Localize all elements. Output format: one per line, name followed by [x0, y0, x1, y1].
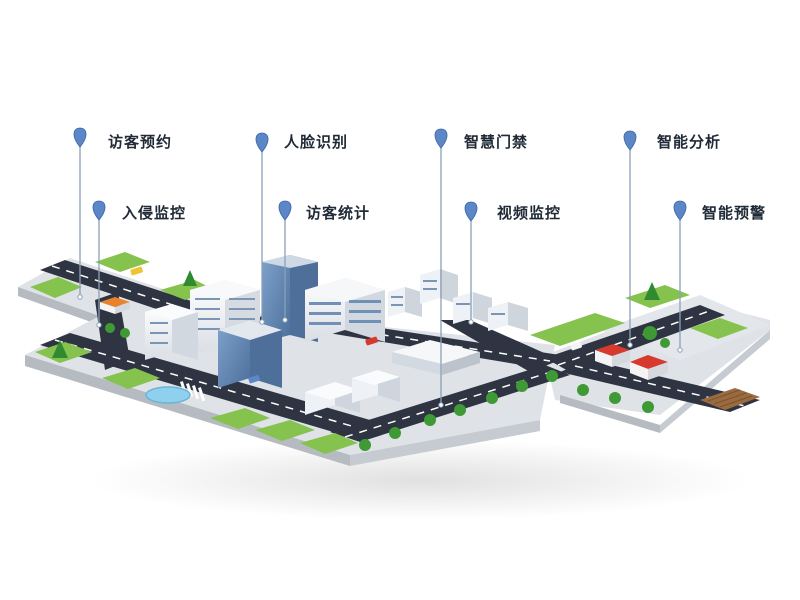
- label-face-recognition: 人脸识别: [284, 133, 349, 151]
- pin-visitor-booking: [73, 127, 87, 300]
- map-pin-icon: [92, 200, 106, 221]
- pin-anchor-dot: [259, 319, 265, 325]
- label-video-monitor: 视频监控: [497, 204, 562, 222]
- map-pin-icon: [255, 132, 269, 153]
- pin-visitor-statistics: [278, 200, 292, 323]
- glass-block-front: [218, 320, 282, 388]
- label-smart-analysis: 智能分析: [657, 133, 722, 151]
- pin-smart-access: [434, 128, 448, 408]
- map-pin-icon: [73, 127, 87, 148]
- farm-plot: [700, 388, 760, 410]
- low-hall: [392, 340, 480, 375]
- map-pin-icon: [434, 128, 448, 149]
- pin-smart-analysis: [623, 130, 637, 348]
- map-pin-icon: [464, 201, 478, 222]
- map-pin-icon: [278, 200, 292, 221]
- pin-anchor-dot: [282, 317, 288, 323]
- pin-video-monitor: [464, 201, 478, 325]
- trees: [52, 270, 670, 451]
- map-pin-icon: [673, 200, 687, 221]
- label-smart-access: 智慧门禁: [464, 133, 529, 151]
- orange-roof-house: [100, 297, 130, 314]
- ground-shadow: [90, 440, 750, 520]
- pin-face-recognition: [255, 132, 269, 325]
- pin-anchor-dot: [677, 347, 683, 353]
- pin-anchor-dot: [96, 322, 102, 328]
- pin-anchor-dot: [438, 402, 444, 408]
- label-smart-alert: 智能预警: [702, 204, 767, 222]
- map-pin-icon: [623, 130, 637, 151]
- label-intrusion-monitor: 入侵监控: [122, 204, 187, 222]
- label-visitor-statistics: 访客统计: [306, 204, 371, 222]
- fountain-pond: [145, 386, 191, 404]
- pin-anchor-dot: [627, 342, 633, 348]
- cars: [130, 266, 582, 384]
- office-block-small: [145, 304, 198, 360]
- office-block-white: [190, 280, 260, 355]
- lower-office-pair: [305, 370, 400, 415]
- label-visitor-booking: 访客预约: [108, 133, 173, 151]
- feature-pins: [73, 127, 687, 408]
- pin-anchor-dot: [468, 319, 474, 325]
- red-roof-houses: [595, 344, 668, 380]
- pin-intrusion-monitor: [92, 200, 106, 328]
- pin-smart-alert: [673, 200, 687, 353]
- pin-anchor-dot: [77, 294, 83, 300]
- small-building-cluster: [388, 269, 528, 331]
- wide-office-building: [305, 278, 385, 342]
